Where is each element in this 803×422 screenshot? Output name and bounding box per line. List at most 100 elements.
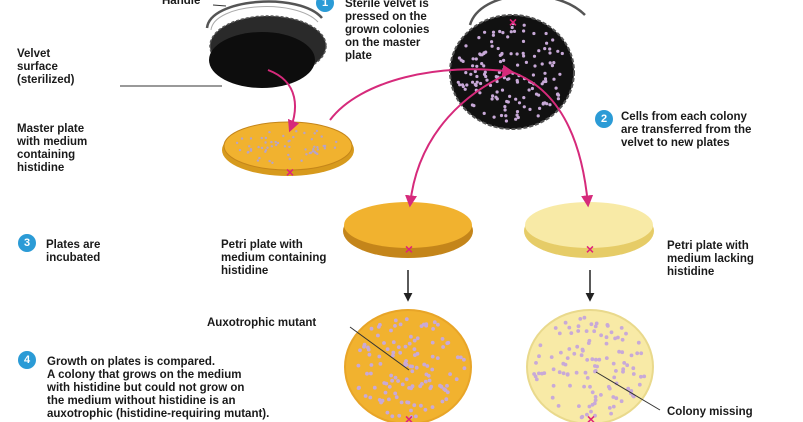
velvet-colony-dot [522, 23, 526, 27]
colony-dot [537, 354, 541, 359]
velvet-colony-dot [515, 110, 520, 114]
master-colony-dot [282, 134, 285, 138]
velvet-colony-dot [510, 25, 514, 30]
colony-dot [378, 362, 383, 366]
velvet-colony-dot [479, 81, 483, 86]
colony-dot [636, 340, 641, 345]
orientation-mark-right-plate: × [586, 241, 594, 257]
colony-dot [572, 351, 577, 356]
colony-dot [563, 362, 568, 367]
orientation-mark-right-big: × [587, 411, 595, 422]
master-colony-dot [266, 146, 269, 149]
colony-dot [611, 361, 616, 366]
velvet-colony-dot [516, 115, 520, 120]
colony-dot [605, 324, 610, 328]
colony-dot [368, 395, 373, 400]
velvet-colony-dot [497, 70, 501, 74]
colony-dot [561, 371, 566, 376]
colony-dot [586, 341, 591, 345]
colony-dot [393, 318, 398, 323]
master-colony-dot [270, 145, 273, 148]
master-colony-dot [310, 138, 313, 141]
arrow-velvet-to-right-plate [511, 71, 594, 208]
velvet-colony-dot [551, 38, 555, 42]
colony-dot [436, 322, 440, 327]
colony-dot [620, 337, 625, 342]
colony-dot [366, 345, 370, 350]
colony-dot [567, 347, 572, 351]
colony-dot [617, 349, 621, 354]
colony-dot [377, 398, 382, 402]
velvet-colony-dot [471, 64, 475, 68]
master-colony-dot [238, 148, 242, 152]
colony-dot [626, 386, 631, 391]
plate-lacking-histidine [524, 202, 654, 258]
colony-dot [431, 327, 435, 331]
master-colony-dot [275, 143, 278, 147]
colony-dot [590, 357, 595, 362]
colony-dot [385, 410, 390, 415]
velvet-colony-dot [556, 49, 560, 53]
velvet-colony-dot [459, 58, 463, 62]
velvet-colony-dot [522, 54, 526, 58]
velvet-colony-dot [491, 33, 495, 37]
velvet-colony-dot [548, 103, 552, 107]
colony-dot [407, 341, 412, 346]
velvet-colony-dot [531, 73, 536, 77]
colony-dot [432, 320, 437, 325]
colony-dot [391, 350, 396, 355]
velvet-colony-dot [474, 83, 478, 87]
colony-dot [403, 344, 408, 349]
colony-dot [622, 361, 627, 365]
colony-dot [454, 377, 459, 382]
orientation-mark-velvet: × [509, 14, 517, 30]
master-colony-dot [315, 129, 319, 133]
colony-dot [599, 333, 603, 338]
velvet-colony-dot [532, 54, 537, 58]
colony-dot [576, 329, 581, 333]
velvet-colony-dot [506, 35, 510, 39]
colony-dot [427, 378, 432, 383]
colony-dot [356, 363, 361, 368]
colony-dot [424, 372, 429, 377]
master-colony-dot [295, 130, 298, 133]
velvet-stamp-right [449, 0, 586, 130]
colony-dot [423, 379, 428, 384]
colony-dot [414, 365, 419, 370]
velvet-colony-dot [512, 29, 517, 33]
master-colony-dot [276, 141, 280, 145]
incubated-plate-with-histidine [344, 309, 472, 422]
colony-dot [439, 384, 444, 389]
colony-dot [607, 406, 612, 410]
velvet-colony-dot [517, 101, 522, 105]
velvet-colony-dot [464, 71, 468, 75]
master-colony-dot [313, 145, 316, 148]
colony-dot [565, 356, 570, 360]
colony-dot [448, 372, 452, 376]
velvet-colony-dot [472, 104, 476, 108]
velvet-colony-dot [475, 80, 479, 84]
colony-dot [620, 350, 625, 355]
colony-dot [444, 397, 449, 402]
colony-dot [557, 370, 562, 375]
handle-label: Handle [162, 0, 201, 7]
colony-dot [363, 394, 368, 398]
colony-dot [358, 348, 362, 353]
velvet-colony-dot [516, 63, 520, 67]
velvet-colony-dot [473, 69, 477, 74]
colony-dot [609, 411, 613, 416]
colony-dot [537, 371, 541, 376]
velvet-colony-dot [478, 91, 482, 95]
colony-dot [383, 390, 388, 395]
colony-dot [435, 356, 440, 360]
master-colony-dot [320, 135, 323, 138]
velvet-colony-dot [548, 61, 552, 65]
colony-dot [581, 348, 585, 353]
pointer-colony-missing [595, 371, 661, 411]
colony-dot [597, 357, 602, 362]
colony-dot [396, 379, 400, 383]
velvet-colony-dot [457, 56, 461, 60]
colony-dot [583, 370, 588, 375]
colony-dot [609, 330, 614, 335]
colony-dot [593, 413, 597, 418]
